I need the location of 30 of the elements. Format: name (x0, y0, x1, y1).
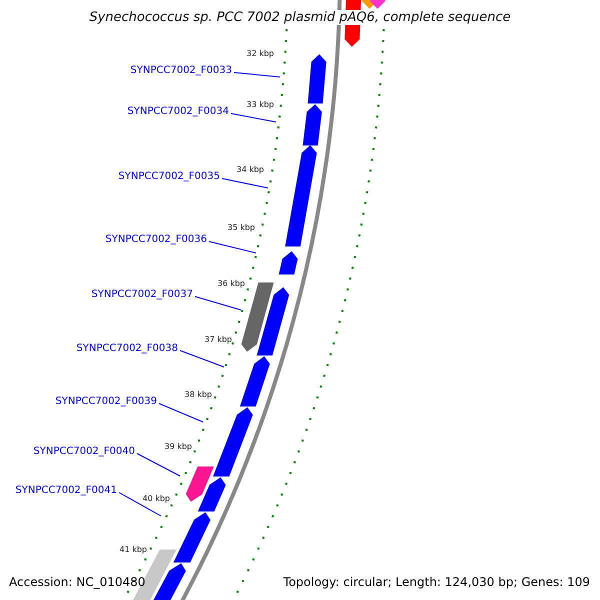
scale-tick-label: 41 kbp (119, 546, 147, 554)
scale-tick-label: 39 kbp (164, 443, 192, 451)
gene-label: SYNPCC7002_F0038 (76, 344, 178, 354)
gene-label: SYNPCC7002_F0034 (127, 107, 229, 117)
accession-text: Accession: NC_010480 (9, 576, 146, 588)
leader-line (136, 453, 180, 476)
gene-label: SYNPCC7002_F0041 (15, 486, 117, 496)
leader-line (118, 492, 162, 516)
scale-tick-label: 35 kbp (227, 224, 255, 232)
gene-label: SYNPCC7002_F0037 (91, 290, 193, 300)
gene-label: SYNPCC7002_F0035 (118, 172, 220, 182)
leader-line (180, 350, 224, 368)
scale-tick-label: 40 kbp (142, 495, 170, 503)
sequence-info-text: Topology: circular; Length: 124,030 bp; Genes: 109 (283, 576, 590, 588)
leader-line (208, 241, 256, 254)
scale-tick-label: 33 kbp (246, 101, 274, 109)
leader-line (194, 296, 242, 310)
leader-line (230, 113, 276, 122)
gene-label: SYNPCC7002_F0036 (105, 235, 207, 245)
scale-tick-label: 32 kbp (246, 50, 274, 58)
leader-line (158, 403, 204, 422)
scale-tick-label: 36 kbp (217, 280, 245, 288)
gene-label: SYNPCC7002_F0039 (55, 397, 157, 407)
leader-line (222, 178, 268, 188)
gene-label: SYNPCC7002_F0033 (130, 66, 232, 76)
scale-tick-label: 38 kbp (184, 391, 212, 399)
leader-line (234, 72, 280, 78)
scale-tick-label: 37 kbp (204, 336, 232, 344)
scale-tick-label: 34 kbp (236, 166, 264, 174)
gene-label: SYNPCC7002_F0040 (33, 447, 135, 457)
